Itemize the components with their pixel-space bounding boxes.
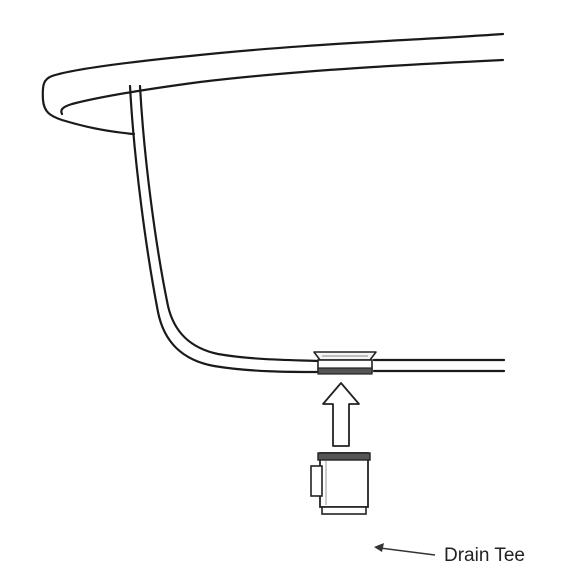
tub-floor [372,358,506,373]
drain-tee-fitting [310,452,371,515]
tub-rim [41,32,505,136]
drain-flange [313,351,377,375]
drain-tee-label: Drain Tee [444,545,525,566]
up-arrow-icon [322,382,360,447]
tub-wall-inner [138,84,320,363]
tub-wall-outer [128,84,320,374]
left-arrow-icon [374,543,436,556]
